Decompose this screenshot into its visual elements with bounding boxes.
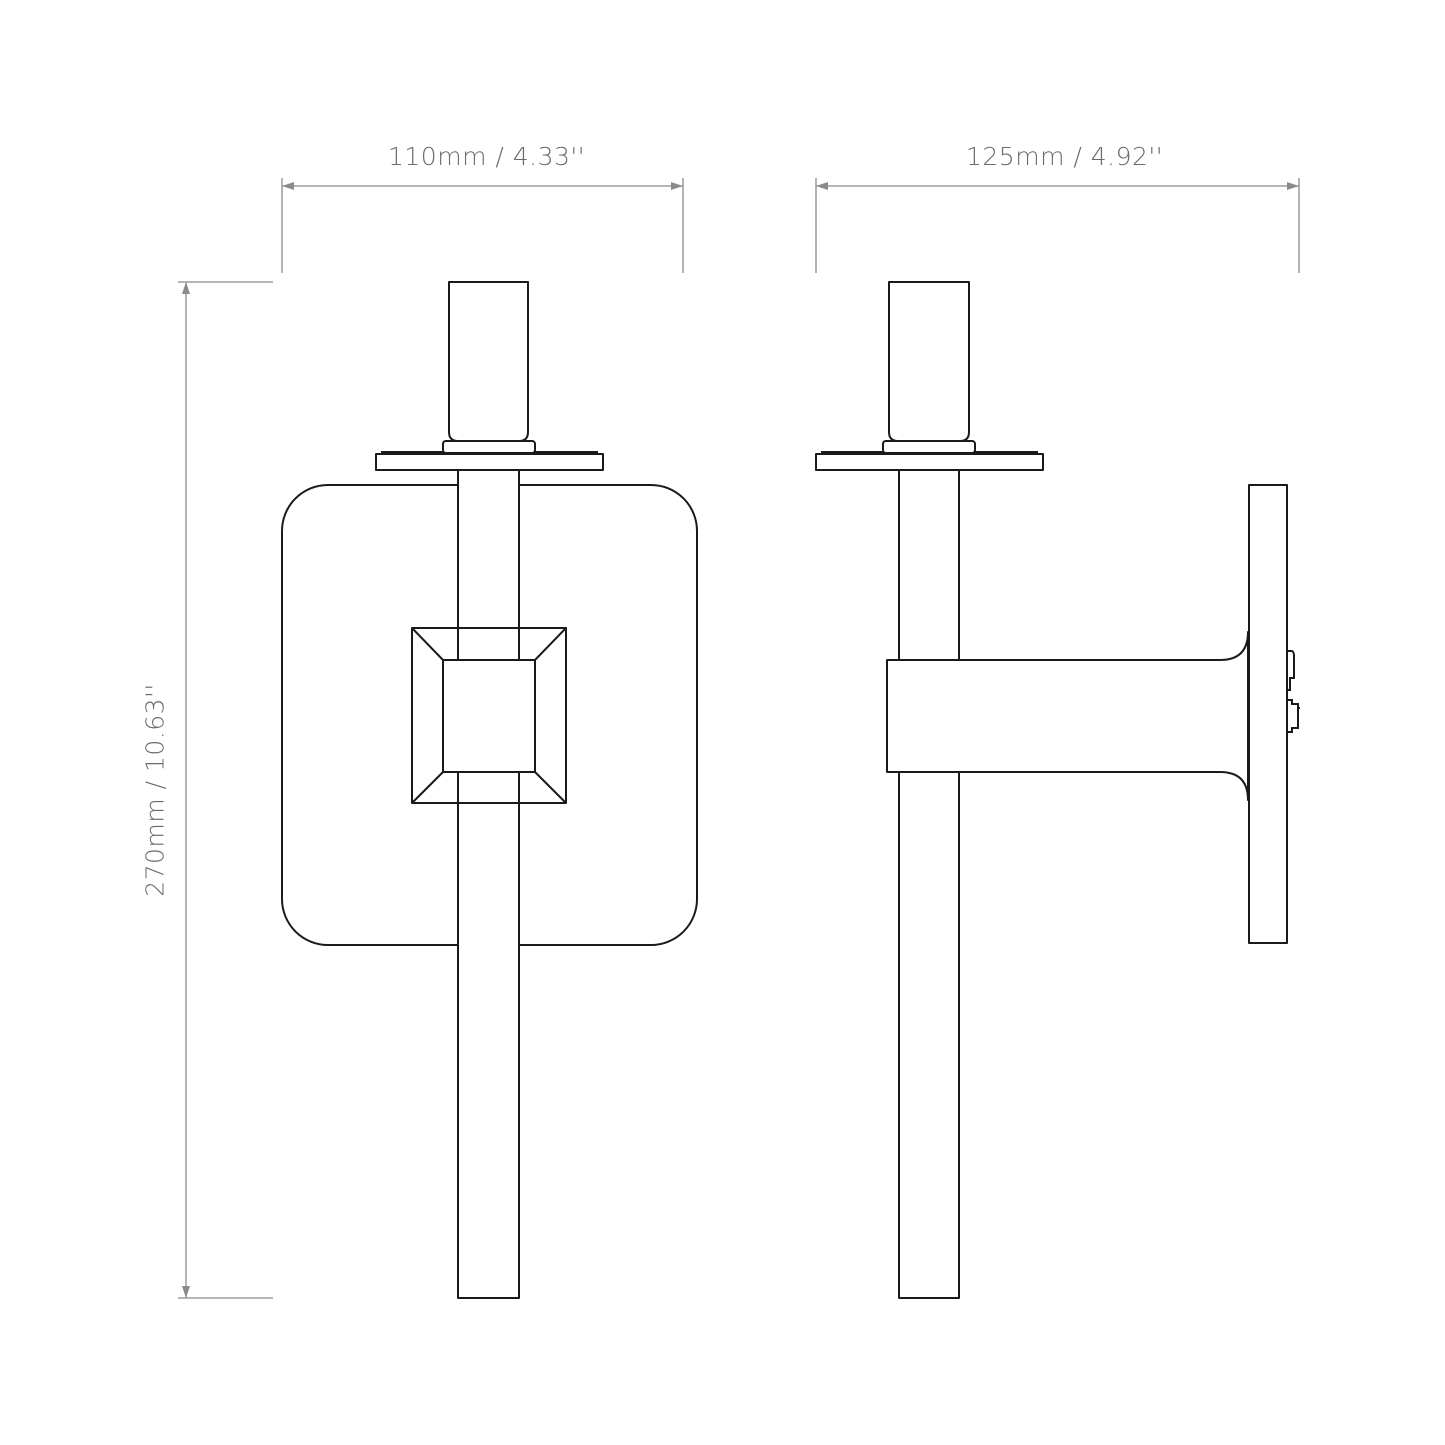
side-view xyxy=(815,281,1300,1299)
dimension-lines xyxy=(178,178,1300,1299)
height-label: 270mm / 10.63'' xyxy=(140,683,170,897)
front-view xyxy=(281,281,698,1299)
front-width-label: 110mm / 4.33'' xyxy=(388,142,586,171)
side-width-label: 125mm / 4.92'' xyxy=(966,142,1164,171)
